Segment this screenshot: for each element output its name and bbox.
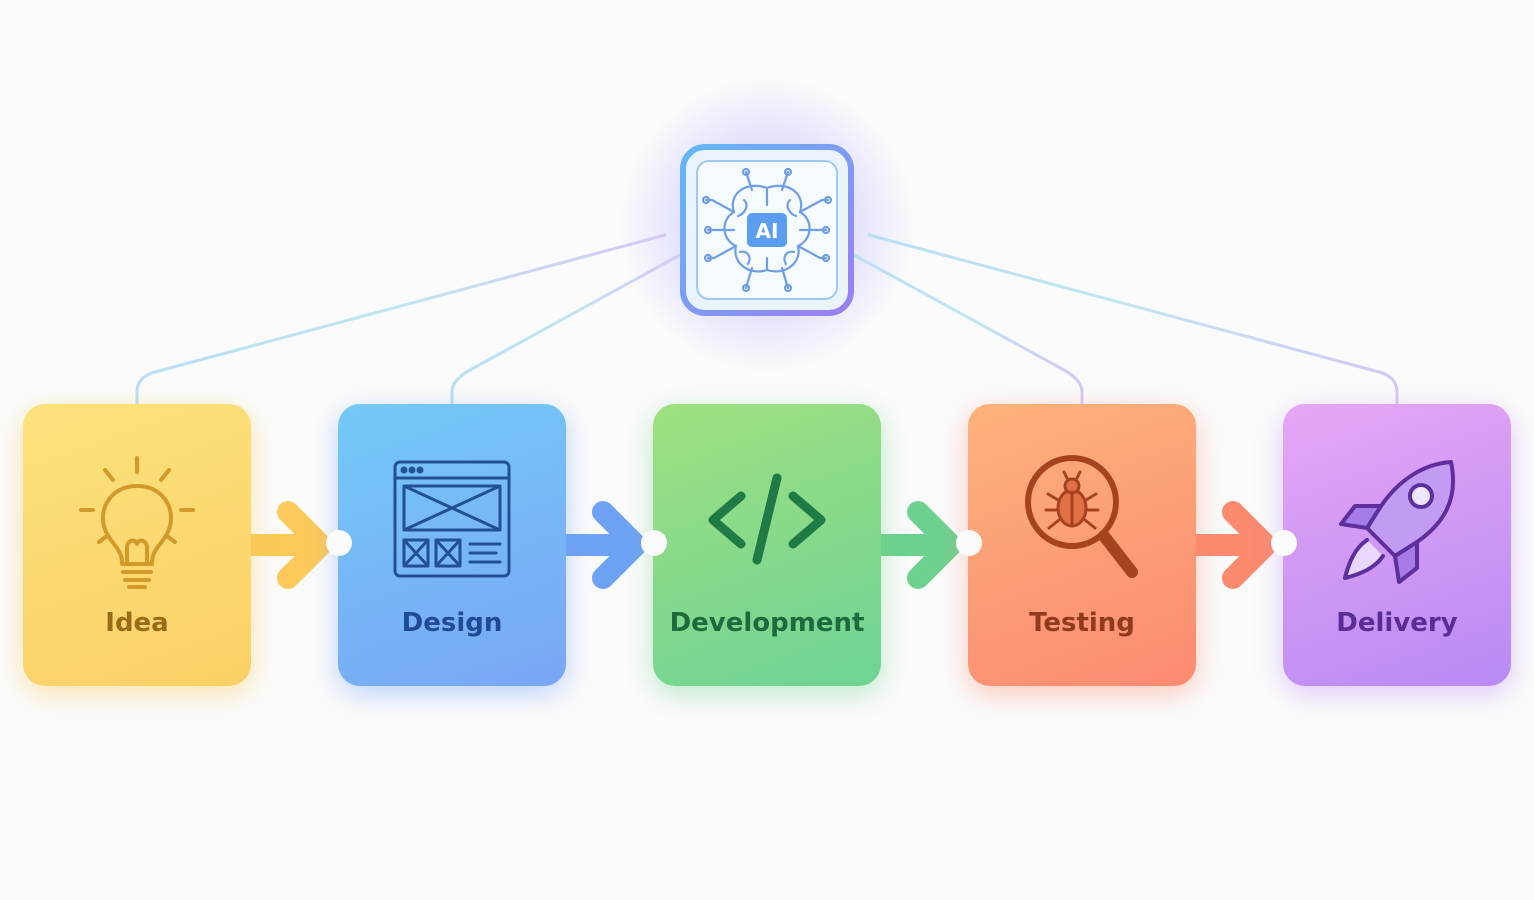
stage-card-design: Design bbox=[338, 404, 566, 686]
stage-label-design: Design bbox=[401, 608, 503, 638]
stage-label-testing: Testing bbox=[1029, 608, 1135, 638]
arrow-notch bbox=[956, 530, 982, 556]
connector-testing bbox=[852, 253, 1084, 406]
stage-label-idea: Idea bbox=[105, 608, 169, 638]
connector-design bbox=[450, 253, 682, 406]
arrow-idea-to-design bbox=[241, 501, 332, 589]
arrow-notch bbox=[326, 530, 352, 556]
stage-card-delivery: Delivery bbox=[1283, 404, 1511, 686]
ai-chip-icon: AI bbox=[659, 122, 875, 338]
hub-ai-label: AI bbox=[756, 219, 779, 243]
stage-label-development: Development bbox=[669, 608, 865, 638]
bug-magnifier-icon bbox=[1025, 455, 1138, 578]
arrow-development-to-testing bbox=[871, 501, 962, 589]
stage-card-idea: Idea bbox=[23, 404, 251, 686]
brain-circuit-icon bbox=[701, 167, 833, 293]
stage-card-development: Development bbox=[653, 404, 881, 686]
hub-connectors bbox=[135, 233, 1399, 406]
stage-arrows bbox=[241, 501, 1277, 589]
lightbulb-icon bbox=[79, 456, 195, 589]
code-brackets-icon bbox=[708, 473, 826, 565]
arrow-notch bbox=[1271, 530, 1297, 556]
arrow-testing-to-delivery bbox=[1186, 501, 1277, 589]
rocket-icon bbox=[1339, 460, 1456, 584]
stage-label-delivery: Delivery bbox=[1336, 608, 1458, 638]
arrow-design-to-development bbox=[556, 501, 647, 589]
stage-card-testing: Testing bbox=[968, 404, 1196, 686]
connector-idea bbox=[135, 233, 667, 406]
arrow-notch bbox=[641, 530, 667, 556]
wireframe-layout-icon bbox=[393, 460, 511, 578]
connector-delivery bbox=[867, 233, 1399, 406]
